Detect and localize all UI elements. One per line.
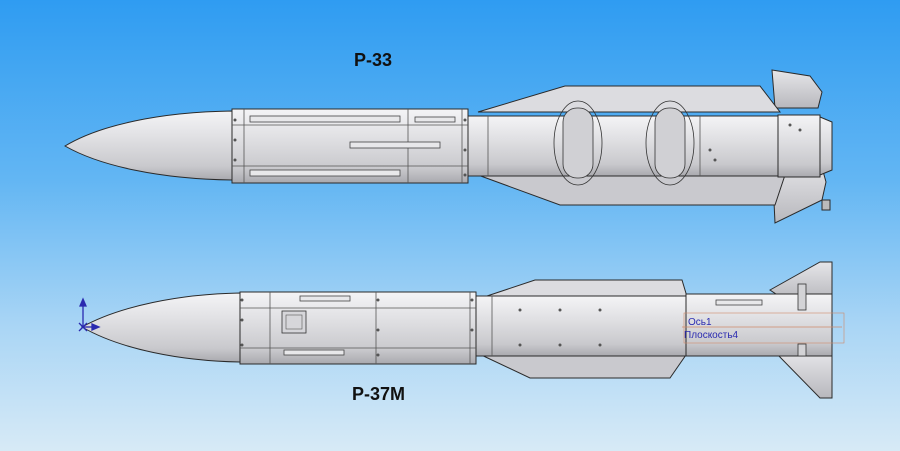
r37m-mid-body bbox=[475, 295, 687, 357]
cad-annotations: Ось1 Плоскость4 bbox=[682, 312, 845, 344]
axis-annotation: Ось1 bbox=[688, 317, 712, 328]
r33-upper-tail-fin bbox=[771, 69, 823, 109]
r33-title: Р-33 bbox=[354, 50, 393, 70]
r33-mid-body bbox=[467, 115, 779, 177]
r33-missile bbox=[64, 69, 833, 224]
r33-lower-wing bbox=[477, 174, 786, 206]
r37m-nose-cone bbox=[80, 292, 241, 363]
plane-annotation: Плоскость4 bbox=[684, 330, 739, 341]
r37m-title: Р-37М bbox=[352, 384, 406, 404]
r37m-lower-tail-fin bbox=[773, 351, 833, 399]
coordinate-axis-icon bbox=[78, 297, 101, 332]
r33-nose-cone bbox=[64, 110, 233, 181]
r37m-missile bbox=[80, 261, 833, 399]
r33-nozzle bbox=[819, 116, 833, 176]
r37m-forward-body bbox=[239, 291, 477, 365]
r33-upper-wing bbox=[477, 85, 782, 113]
r33-rear-body bbox=[777, 114, 821, 178]
